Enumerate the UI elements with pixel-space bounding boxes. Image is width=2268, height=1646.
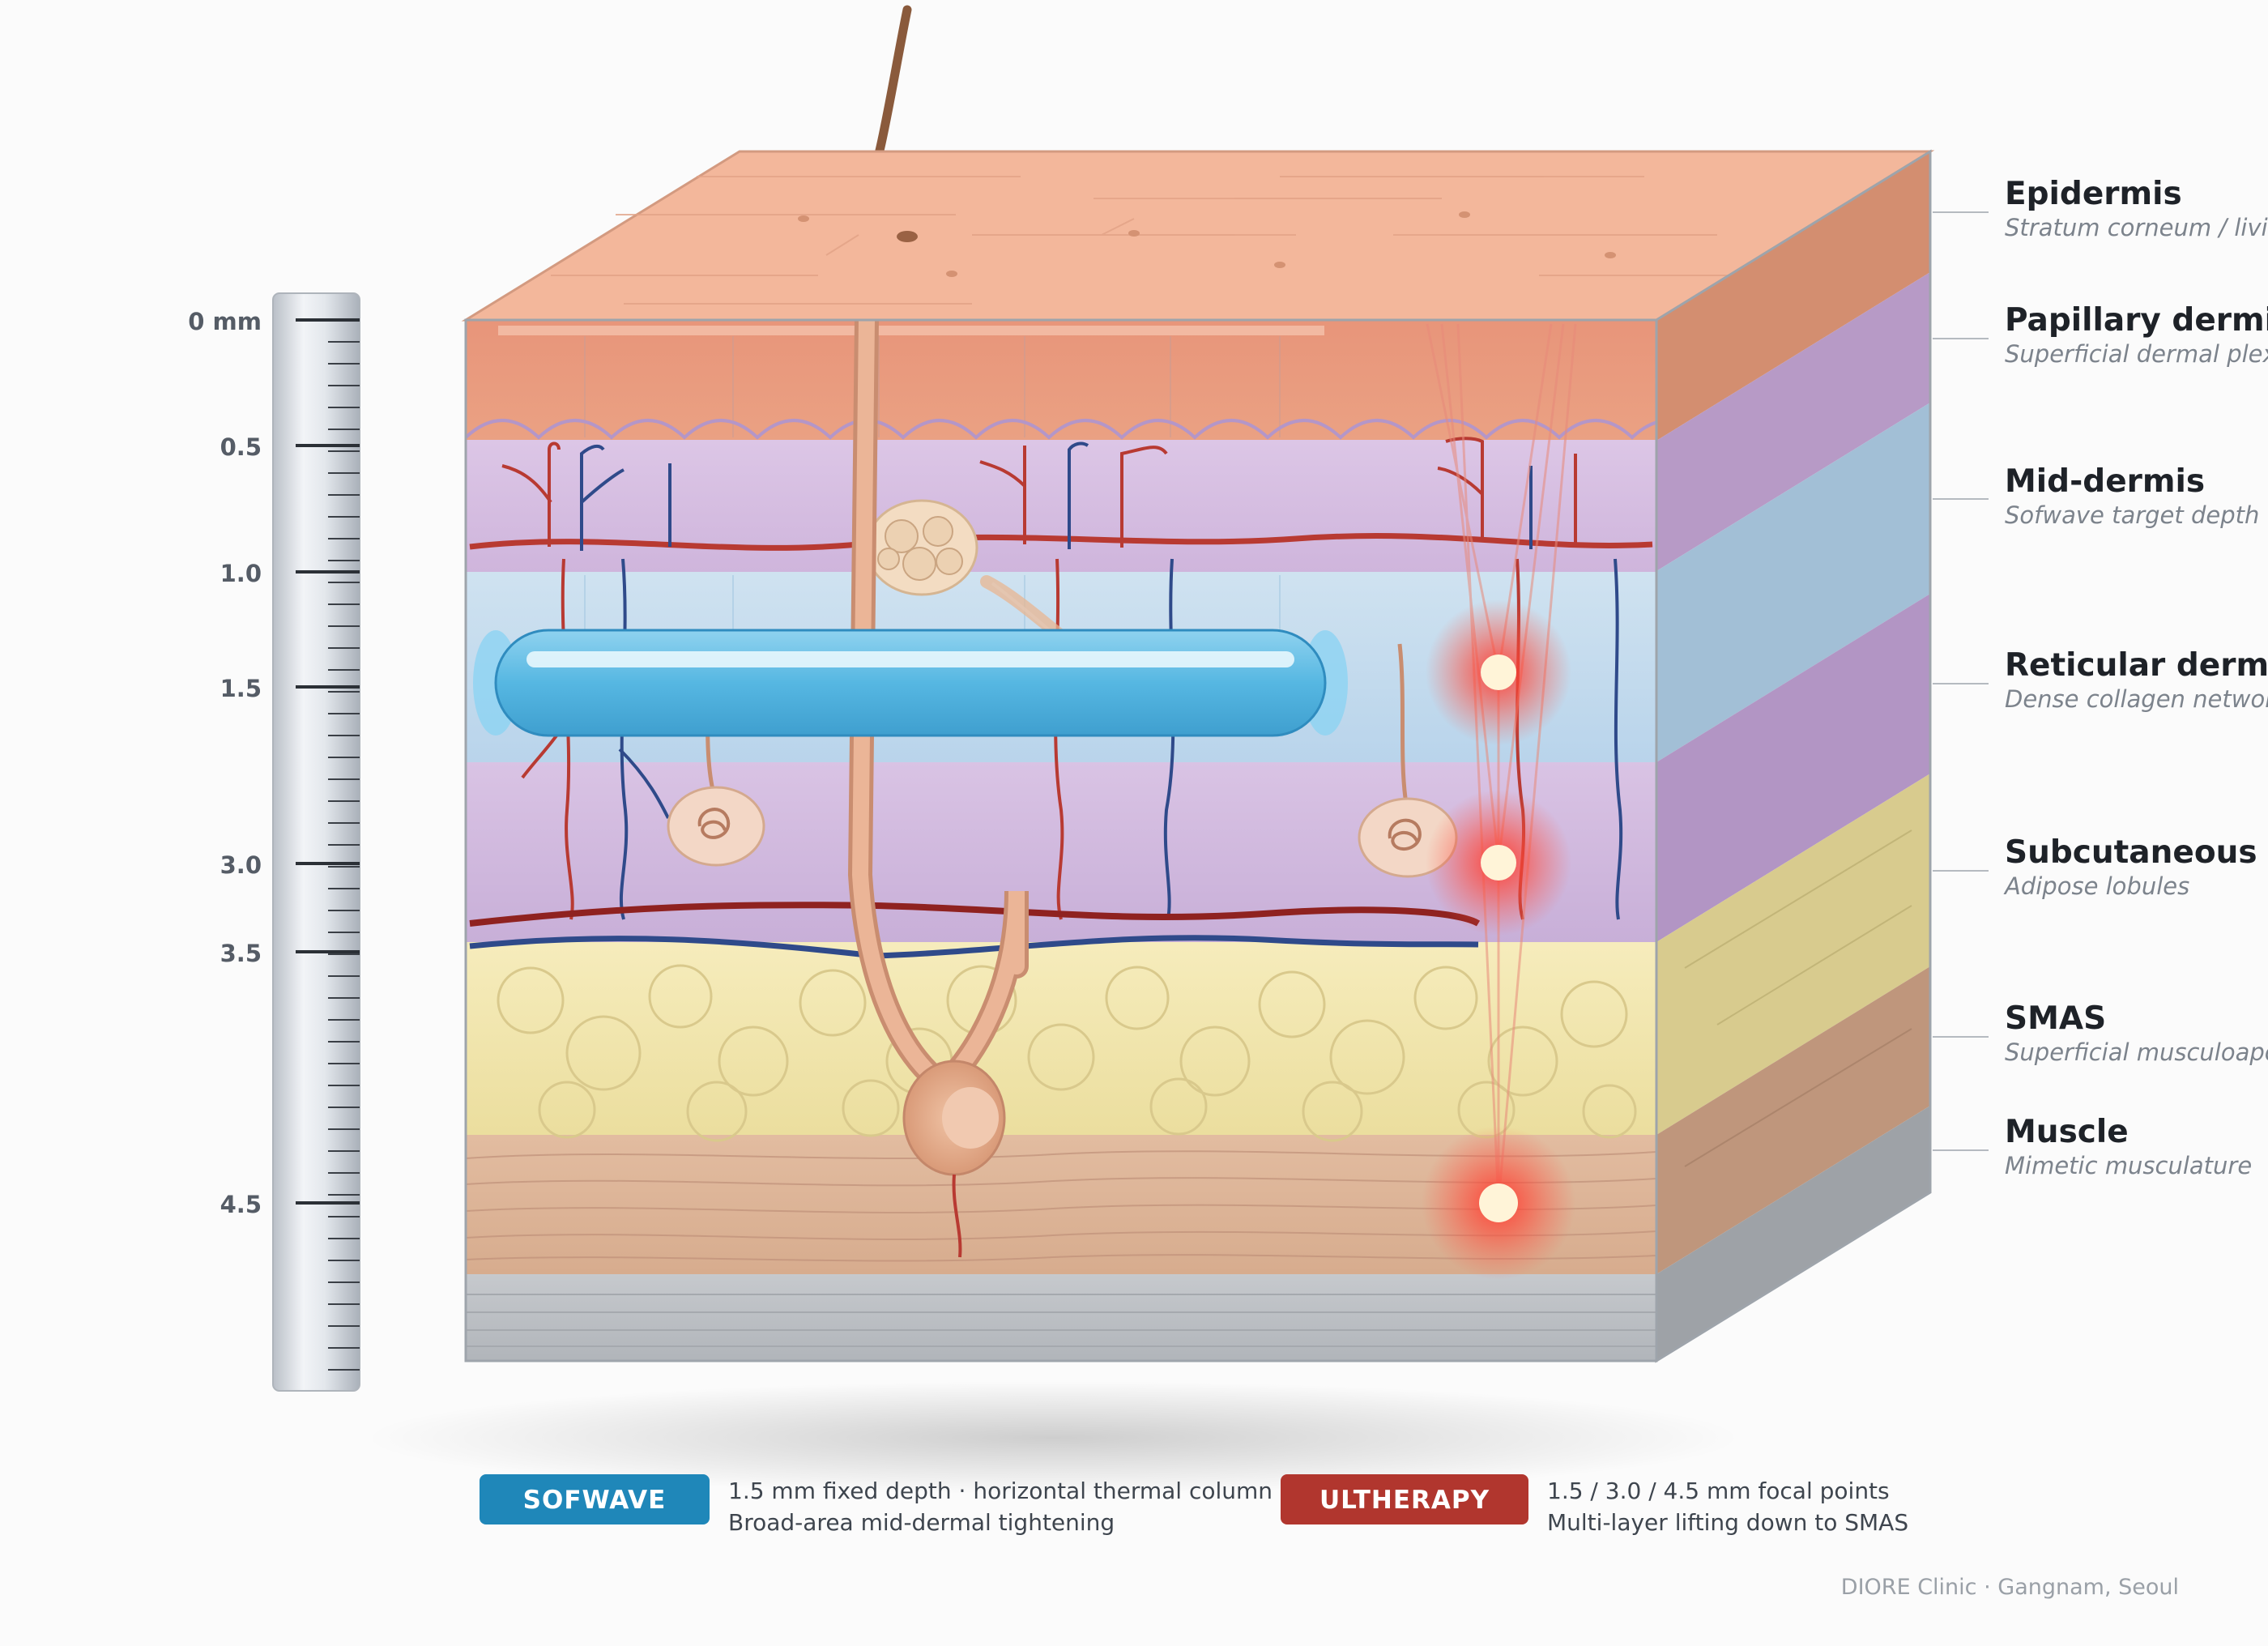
right-face bbox=[1655, 149, 1932, 1363]
label-mid-dermis-subtitle: Sofwave target depth bbox=[2005, 501, 2259, 529]
ruler-label-0-5: 0.5 bbox=[220, 433, 262, 461]
hair-pore bbox=[897, 231, 918, 242]
label-smas-title: SMAS bbox=[2005, 1000, 2106, 1037]
ultherapy-badge-text: ULTHERAPY bbox=[1319, 1486, 1490, 1515]
label-reticular-dermis-subtitle: Dense collagen network bbox=[2005, 685, 2268, 713]
label-muscle-title: Muscle bbox=[2005, 1114, 2129, 1150]
sebaceous-gland bbox=[865, 499, 978, 596]
sofwave-badge-text: SOFWAVE bbox=[523, 1486, 667, 1515]
ultherapy-focal-point-3-0mm bbox=[1426, 790, 1571, 936]
label-mid-dermis-title: Mid-dermis bbox=[2005, 463, 2205, 500]
clinic-footer: DIORE Clinic · Gangnam, Seoul bbox=[1841, 1575, 2179, 1600]
hair-follicle bbox=[847, 320, 1123, 1258]
label-papillary-dermis-subtitle: Superficial dermal plexus bbox=[2005, 340, 2268, 368]
ultherapy-beam bbox=[1426, 323, 1577, 1204]
hair-shaft bbox=[874, 5, 912, 159]
ultherapy-badge bbox=[1281, 1474, 1528, 1524]
muscle-layer bbox=[466, 1274, 1656, 1361]
label-epidermis-title: Epidermis bbox=[2005, 176, 2182, 212]
ultherapy-description-2: Multi-layer lifting down to SMAS bbox=[1547, 1509, 1908, 1536]
ultherapy-description-1: 1.5 / 3.0 / 4.5 mm focal points bbox=[1547, 1478, 1890, 1504]
label-papillary-dermis-title: Papillary dermis bbox=[2005, 302, 2268, 339]
ruler-label-3-0: 3.0 bbox=[220, 851, 262, 879]
label-subcutaneous-fat-subtitle: Adipose lobules bbox=[2003, 872, 2189, 900]
sofwave-description-2: Broad-area mid-dermal tightening bbox=[728, 1509, 1115, 1536]
sofwave-badge bbox=[480, 1474, 710, 1524]
legend-ultherapy: ULTHERAPY 1.5 / 3.0 / 4.5 mm focal point… bbox=[1281, 1474, 1908, 1536]
sofwave-description-1: 1.5 mm fixed depth · horizontal thermal … bbox=[728, 1478, 1273, 1504]
depth-ruler: 0 mm 0.5 1.0 1.5 3.0 3.5 4.5 bbox=[188, 292, 360, 1392]
subcutaneous-fat-layer bbox=[466, 942, 1656, 1135]
label-subcutaneous-fat-title: Subcutaneous fat bbox=[2005, 834, 2268, 871]
ruler-label-3-5: 3.5 bbox=[220, 940, 262, 967]
label-reticular-dermis-title: Reticular dermis bbox=[2005, 647, 2268, 684]
ruler-label-1-0: 1.0 bbox=[220, 560, 262, 587]
ultherapy-focal-point-1-5mm bbox=[1426, 599, 1571, 745]
sofwave-thermal-column bbox=[473, 629, 1348, 737]
legend-sofwave: SOFWAVE 1.5 mm fixed depth · horizontal … bbox=[480, 1474, 1273, 1536]
label-epidermis-subtitle: Stratum corneum / living epidermis bbox=[2005, 214, 2268, 241]
label-smas-subtitle: Superficial musculoaponeurotic system bbox=[2005, 1038, 2268, 1066]
ruler-label-4-5: 4.5 bbox=[220, 1191, 262, 1218]
top-face bbox=[461, 150, 1935, 322]
ruler-label-0mm: 0 mm bbox=[188, 308, 262, 335]
layer-callouts: Epidermis Stratum corneum / living epide… bbox=[1933, 176, 2268, 1179]
papillary-dermis-layer bbox=[466, 440, 1656, 572]
ultherapy-focal-point-4-5mm bbox=[1422, 1126, 1575, 1280]
floor-shadow bbox=[364, 1381, 1742, 1495]
ruler-label-1-5: 1.5 bbox=[220, 675, 262, 702]
label-muscle-subtitle: Mimetic musculature bbox=[2005, 1152, 2252, 1179]
front-face bbox=[464, 318, 1658, 1362]
